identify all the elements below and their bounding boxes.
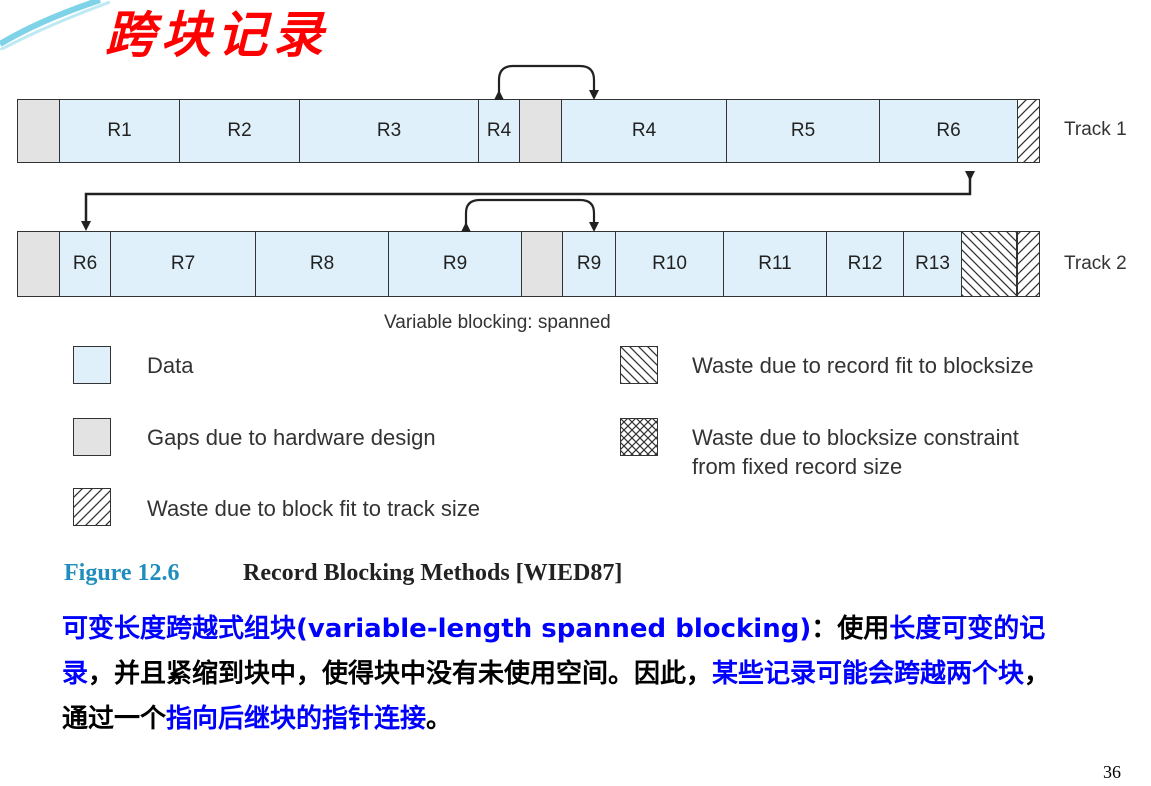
track-1-record: R4 (561, 99, 727, 163)
track-1-record: R3 (299, 99, 479, 163)
description-text: 。 (426, 704, 453, 734)
legend-waste-track-label: Waste due to block fit to track size (147, 496, 480, 521)
legend-waste-track-swatch (73, 488, 111, 526)
description-highlight: 某些记录可能会跨越两个块 (712, 659, 1025, 689)
legend-data-swatch (73, 346, 111, 384)
track-2-label: Track 2 (1064, 253, 1127, 274)
description-text: ，并且紧缩到块中，使得块中没有未使用空间。因此， (88, 659, 713, 689)
legend-waste-fixed-swatch (620, 418, 658, 456)
figure-title: Record Blocking Methods [WIED87] (243, 560, 623, 586)
track-2-record: R10 (615, 231, 724, 297)
legend-waste-fixed-label-line1: Waste due to blocksize constraint (692, 425, 1019, 450)
track-2-gap (17, 231, 60, 297)
description-highlight: 指向后继块的指针连接 (166, 704, 427, 734)
figure-label: Figure 12.6 (64, 560, 180, 586)
description-highlight: 长度可变的记录 (62, 614, 1046, 689)
track-1-record: R5 (726, 99, 880, 163)
legend-waste-fixed-label-line2: from fixed record size (692, 454, 903, 479)
track-1-waste-hatch (1017, 99, 1040, 163)
track-2-record: R12 (826, 231, 904, 297)
track-2-waste-hatch (961, 231, 1040, 297)
span-link-arrows (81, 64, 975, 232)
track-1-gap (519, 99, 562, 163)
track-2-record: R9 (388, 231, 522, 297)
description-term: 可变长度跨越式组块(variable-length spanned blocki… (62, 614, 812, 644)
track-2-record: R9 (562, 231, 616, 297)
track-1-gap (17, 99, 60, 163)
page-number: 36 (1103, 762, 1121, 782)
description-text: ：使用 (811, 614, 890, 644)
legend-waste-record-label: Waste due to record fit to blocksize (692, 353, 1034, 378)
track-2-record: R7 (110, 231, 256, 297)
track-2-record: R11 (723, 231, 827, 297)
track-2-record: R6 (59, 231, 111, 297)
description-paragraph: 可变长度跨越式组块(variable-length spanned blocki… (62, 607, 1062, 742)
legend-data-label: Data (147, 353, 194, 378)
track-1-record: R1 (59, 99, 180, 163)
track-2-record: R8 (255, 231, 389, 297)
legend-gap-label: Gaps due to hardware design (147, 425, 436, 450)
diagram-caption: Variable blocking: spanned (384, 312, 611, 333)
corner-swoosh-decoration (0, 0, 110, 50)
slide-title: 跨块记录 (105, 5, 329, 64)
description-text: ，通过一个 (62, 659, 1051, 734)
track-1-record: R4 (478, 99, 520, 163)
legend-waste-record-swatch (620, 346, 658, 384)
track-1-label: Track 1 (1064, 119, 1127, 140)
legend-gap-swatch (73, 418, 111, 456)
